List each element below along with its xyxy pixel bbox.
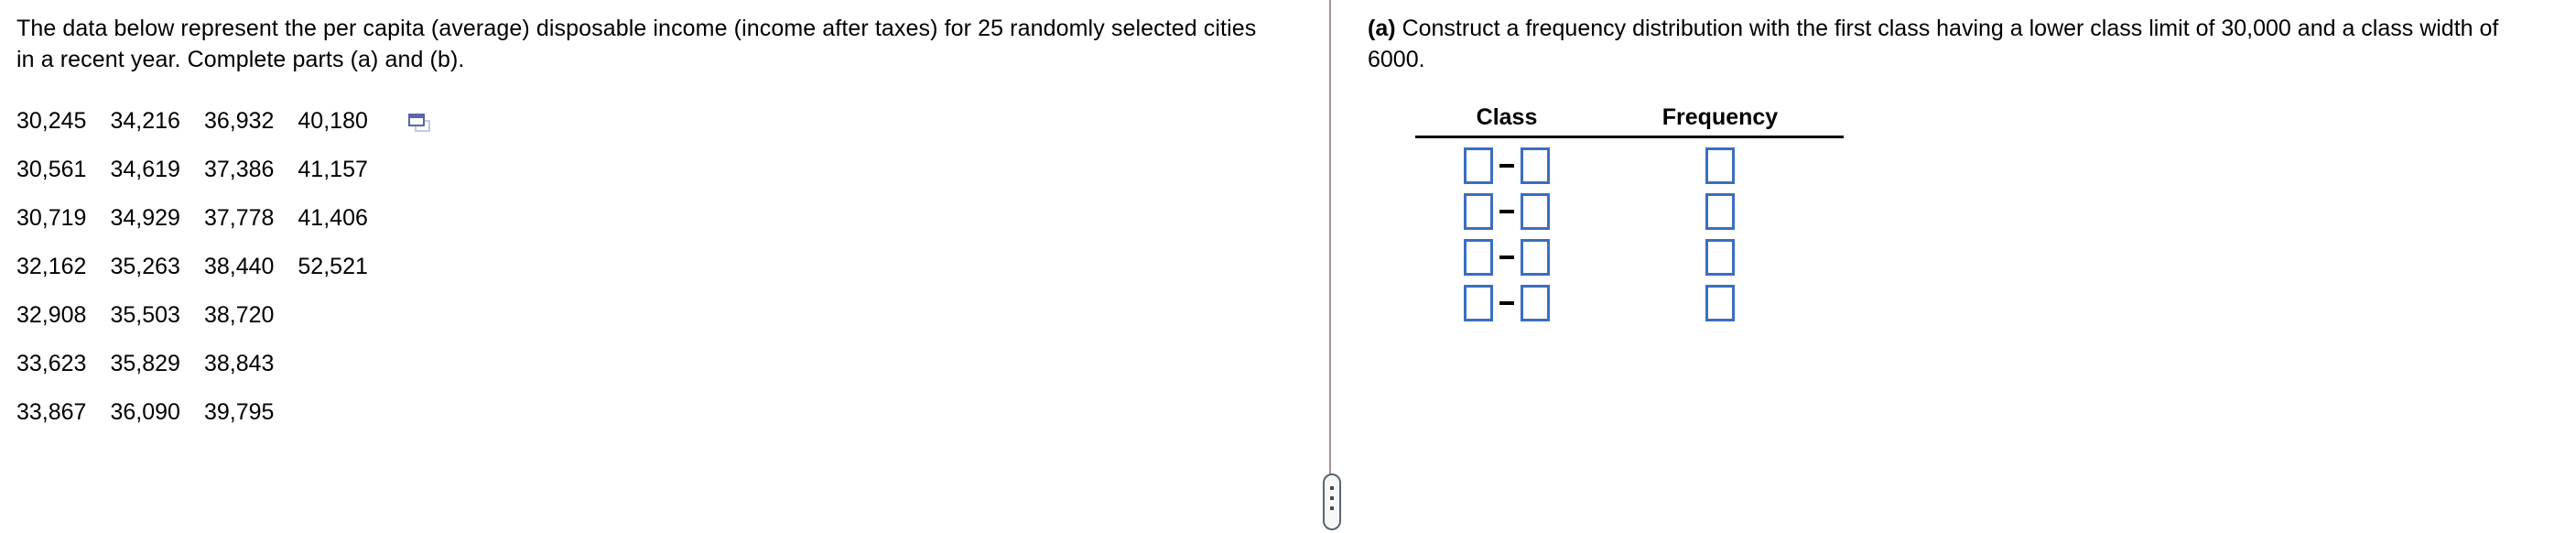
copy-icon-cell <box>392 108 456 448</box>
frequency-distribution-table: Class Frequency <box>1415 104 1844 321</box>
data-cell: 32,162 <box>16 254 87 279</box>
table-row <box>1415 285 1844 321</box>
class-upper-limit-input-1[interactable] <box>1521 147 1550 184</box>
data-cell: 35,263 <box>110 254 180 279</box>
class-lower-limit-input-1[interactable] <box>1464 147 1493 184</box>
class-interval-group <box>1415 193 1598 230</box>
frequency-group <box>1598 239 1842 276</box>
class-interval-group <box>1415 285 1598 321</box>
column-header-frequency: Frequency <box>1661 104 1779 130</box>
class-lower-limit-input-2[interactable] <box>1464 193 1493 230</box>
data-cell: 34,216 <box>110 108 180 134</box>
data-cell: 30,719 <box>16 205 87 231</box>
range-dash-icon <box>1499 301 1514 305</box>
frequency-group <box>1598 193 1842 230</box>
class-upper-limit-input-3[interactable] <box>1521 239 1550 276</box>
table-row <box>1415 239 1844 276</box>
problem-statement: The data below represent the per capita … <box>16 16 1257 72</box>
data-cell: 41,406 <box>298 205 368 231</box>
copy-to-spreadsheet-icon[interactable] <box>407 114 432 134</box>
data-cell: 33,623 <box>16 351 87 376</box>
data-cell: 36,090 <box>110 399 180 425</box>
table-row: 30,719 34,929 37,778 41,406 <box>16 205 456 254</box>
class-lower-limit-input-3[interactable] <box>1464 239 1493 276</box>
frequency-group <box>1598 147 1842 184</box>
class-lower-limit-input-4[interactable] <box>1464 285 1493 321</box>
table-row <box>1415 193 1844 230</box>
class-interval-group <box>1415 147 1598 184</box>
class-interval-group <box>1415 239 1598 276</box>
table-row: 33,623 35,829 38,843 <box>16 351 456 399</box>
frequency-input-2[interactable] <box>1705 193 1735 230</box>
class-upper-limit-input-4[interactable] <box>1521 285 1550 321</box>
data-cell: 34,619 <box>110 157 180 182</box>
range-dash-icon <box>1499 256 1514 259</box>
right-panel: (a)Construct a frequency distribution wi… <box>1351 0 2576 533</box>
data-cell: 35,503 <box>110 302 180 328</box>
grip-dot <box>1330 506 1334 510</box>
data-cell: 52,521 <box>298 254 368 279</box>
data-cell-empty <box>298 399 391 448</box>
range-dash-icon <box>1499 164 1514 168</box>
table-row: 33,867 36,090 39,795 <box>16 399 456 448</box>
table-row: 32,162 35,263 38,440 52,521 <box>16 254 456 302</box>
income-data-grid: 30,245 34,216 36,932 40,180 30,561 34,61… <box>16 108 456 448</box>
data-cell: 36,932 <box>203 108 275 134</box>
part-label: (a) <box>1368 16 1396 41</box>
data-cell: 41,157 <box>298 157 368 182</box>
data-cell: 37,386 <box>203 157 275 182</box>
copy-icon-front-sheet <box>407 114 425 127</box>
grip-dot <box>1330 496 1334 500</box>
data-cell: 39,795 <box>203 399 275 425</box>
table-row: 30,561 34,619 37,386 41,157 <box>16 157 456 205</box>
data-cell: 37,778 <box>203 205 275 231</box>
data-cell: 30,245 <box>16 108 87 134</box>
table-row: 30,245 34,216 36,932 40,180 <box>16 108 456 157</box>
data-cell: 40,180 <box>298 108 368 134</box>
panel-resize-handle[interactable] <box>1323 473 1341 530</box>
data-cell: 38,440 <box>203 254 275 279</box>
panel-divider <box>1329 0 1331 476</box>
data-cell-empty <box>298 351 391 399</box>
frequency-input-4[interactable] <box>1705 285 1735 321</box>
table-row: 32,908 35,503 38,720 <box>16 302 456 351</box>
range-dash-icon <box>1499 210 1514 213</box>
data-cell: 30,561 <box>16 157 87 182</box>
column-header-class: Class <box>1476 104 1538 130</box>
frequency-group <box>1598 285 1842 321</box>
data-cell: 38,720 <box>203 302 275 328</box>
data-cell: 33,867 <box>16 399 87 425</box>
table-row <box>1415 147 1844 184</box>
frequency-input-1[interactable] <box>1705 147 1735 184</box>
left-panel: The data below represent the per capita … <box>16 16 1257 448</box>
data-cell: 32,908 <box>16 302 87 328</box>
data-cell: 35,829 <box>110 351 180 376</box>
data-cell-empty <box>298 302 391 351</box>
data-cell: 38,843 <box>203 351 275 376</box>
data-cell: 34,929 <box>110 205 180 231</box>
question-part-a: (a)Construct a frequency distribution wi… <box>1368 13 2561 75</box>
frequency-input-3[interactable] <box>1705 239 1735 276</box>
class-upper-limit-input-2[interactable] <box>1521 193 1550 230</box>
grip-dot <box>1330 486 1334 490</box>
income-data-grid-body: 30,245 34,216 36,932 40,180 30,561 34,61… <box>16 108 456 448</box>
frequency-table-header: Class Frequency <box>1415 104 1844 138</box>
question-body: Construct a frequency distribution with … <box>1368 16 2499 72</box>
